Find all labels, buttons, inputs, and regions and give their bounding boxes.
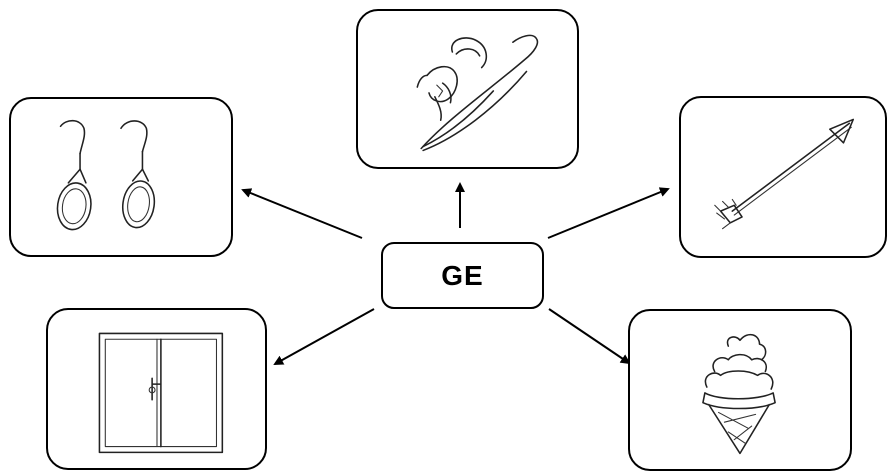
center-word: GE <box>441 259 484 291</box>
arrow-icon <box>714 118 855 230</box>
picture-card-hat <box>356 9 579 169</box>
earrings-icon <box>56 119 156 231</box>
picture-card-window <box>46 308 267 470</box>
picture-card-earrings <box>9 97 233 257</box>
picture-card-arrow <box>679 96 887 258</box>
ice-cream-icon <box>702 333 776 455</box>
arrow-to-icecream <box>548 308 631 365</box>
window-icon <box>98 332 224 454</box>
arrow-to-window <box>273 308 375 365</box>
arrow-to-earrings <box>241 188 363 239</box>
arrow-to-arrow-picture <box>547 187 670 239</box>
hat-icon <box>416 34 539 152</box>
picture-card-icecream <box>628 309 852 471</box>
center-word-box: GE <box>381 242 544 309</box>
